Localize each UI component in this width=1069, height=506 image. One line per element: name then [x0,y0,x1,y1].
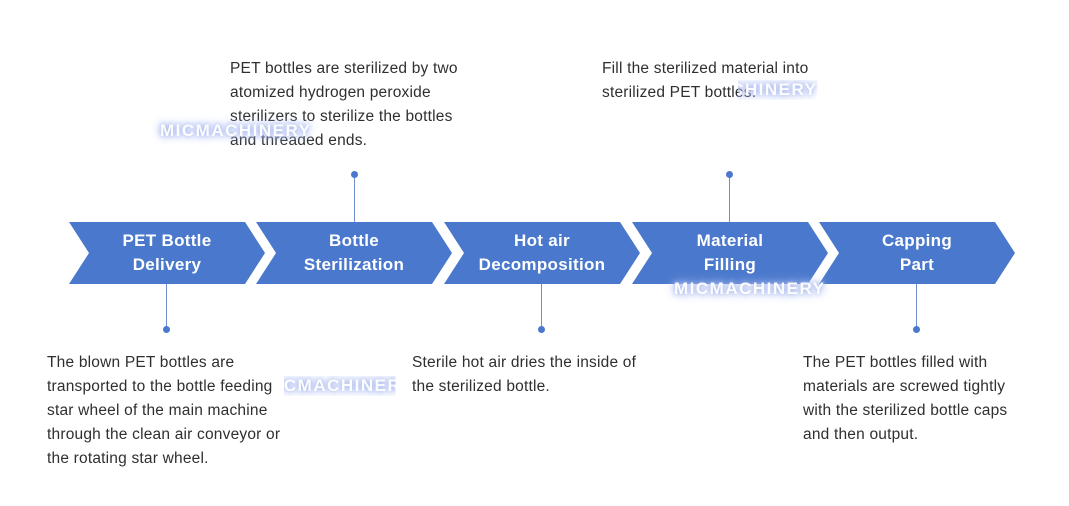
connector-line [166,284,167,329]
connector-dot [538,326,545,333]
watermark-logo: MICMACHINERY [262,376,414,395]
step-material-filling: Material Filling [632,222,828,284]
watermark-logo: MICMACHINERY [674,279,826,298]
connector-dot [726,171,733,178]
step-label: Bottle Sterilization [303,231,405,274]
step-label: Capping Part [881,231,953,274]
connector-line [916,284,917,329]
step-description-hot-air: Sterile hot air dries the inside of the … [412,354,637,395]
connector-dot [351,171,358,178]
step-description-capping: The PET bottles filled with materials ar… [803,354,1008,443]
connector-line [729,175,730,222]
step-label: Hot air Decomposition [478,231,606,274]
step-description-filling: Fill the sterilized material into steril… [602,60,809,101]
step-description-delivery: The blown PET bottles are transported to… [47,354,281,467]
watermark-logo: MICMACHINERY [160,121,312,140]
connector-line [541,284,542,329]
step-bottle-sterilization: Bottle Sterilization [256,222,452,284]
step-hot-air-decomposition: Hot air Decomposition [444,222,640,284]
connector-dot [163,326,170,333]
step-label: Material Filling [696,231,764,274]
step-pet-bottle-delivery: PET Bottle Delivery [69,222,265,284]
step-description-sterilization: PET bottles are sterilized by two atomiz… [230,60,458,149]
step-capping-part: Capping Part [819,222,1015,284]
connector-line [354,175,355,222]
watermark-logo: MICMACHINERY [666,80,818,99]
step-label: PET Bottle Delivery [122,231,212,274]
connector-dot [913,326,920,333]
